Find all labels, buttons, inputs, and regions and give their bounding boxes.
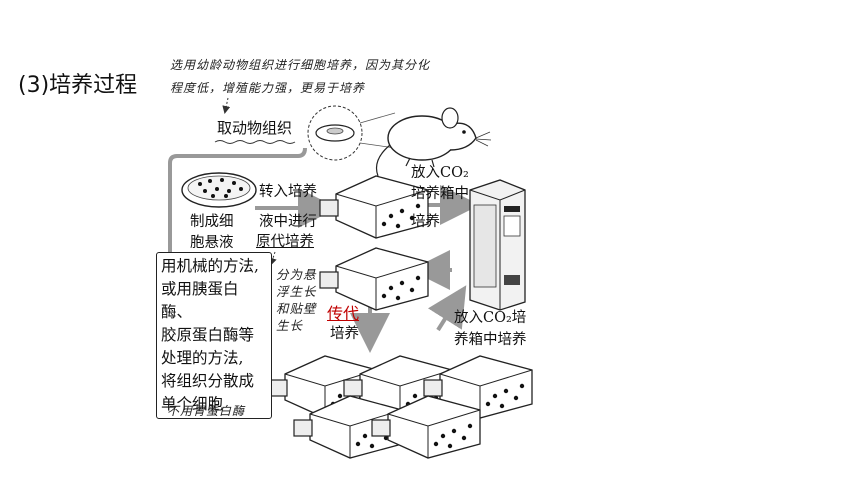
annotation-pointer: [222, 97, 231, 114]
make-suspension-line-2: 胞悬液: [190, 235, 234, 251]
annotation-line-2: 程度低，增殖能力强，更易于培养: [170, 81, 366, 95]
growth-line-3: 和贴壁: [276, 301, 317, 316]
transfer-line-1: 转入培养: [259, 184, 317, 200]
loop-arrow: [168, 147, 307, 255]
growth-note: 分为悬 浮生长 和贴壁 生长: [276, 266, 317, 334]
mechanical-line-3: 胶原蛋白酶等: [161, 326, 255, 344]
mouse-drawing: [375, 107, 492, 177]
incubator1-line-1: 放入CO₂: [411, 165, 469, 181]
no-pepsin-note: 不用胃蛋白酶: [167, 404, 246, 418]
growth-line-4: 生长: [276, 318, 304, 333]
passage-sub-label: 培养: [330, 326, 359, 342]
wavy-underline: [214, 140, 296, 144]
petri-dish-zoom: [307, 105, 396, 161]
incubator1-line-3: 培养: [411, 214, 440, 230]
take-tissue-label: 取动物组织: [217, 119, 293, 137]
transfer-line-2: 液中进行: [259, 214, 317, 230]
cell-suspension-dish: [181, 172, 257, 208]
mechanical-line-5: 将组织分散成: [161, 372, 255, 390]
incubator1-line-2: 培养箱中: [411, 186, 469, 202]
mechanical-line-6: 单个细胞: [161, 395, 224, 413]
growth-line-2: 浮生长: [276, 284, 317, 299]
arrow-to-incubator2: [428, 285, 467, 332]
mechanical-line-2: 或用胰蛋白酶、: [161, 280, 239, 321]
transfer-line-3: 原代培养: [256, 234, 314, 250]
incubator2-line-1: 放入CO₂培: [454, 310, 527, 326]
annotation-line-1: 选用幼龄动物组织进行细胞培养，因为其分化: [170, 58, 431, 72]
incubator2-line-2: 养箱中培养: [454, 332, 527, 348]
passage-label: 传代: [327, 304, 360, 323]
make-suspension-line-1: 制成细: [190, 214, 234, 230]
co2-incubator: [469, 179, 526, 311]
page-title: (3)培养过程: [18, 73, 138, 98]
mechanical-line-1: 用机械的方法,: [161, 257, 259, 275]
mechanical-method-box: 用机械的方法, 或用胰蛋白酶、 胶原蛋白酶等 处理的方法, 将组织分散成 单个细…: [156, 252, 272, 419]
mechanical-line-4: 处理的方法,: [161, 349, 244, 367]
growth-line-1: 分为悬: [276, 267, 317, 282]
